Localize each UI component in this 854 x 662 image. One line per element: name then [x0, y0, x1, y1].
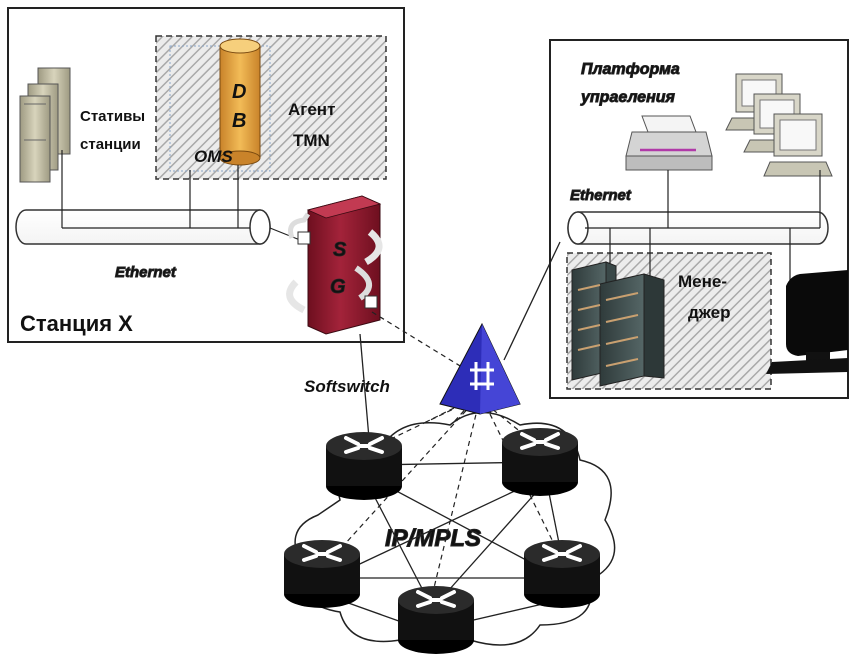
station-ethernet-label: Ethernet — [115, 264, 177, 281]
platform-label-line1: Платформа — [581, 61, 680, 78]
management-ethernet-label: Ethernet — [570, 187, 632, 204]
platform-label-line2: упраеления — [580, 89, 676, 106]
printer-icon — [625, 115, 713, 171]
router-icon — [282, 538, 362, 610]
agent-label-line2: TMN — [293, 131, 330, 150]
softswitch-icon — [439, 322, 521, 415]
sg-letter-s: S — [333, 239, 347, 261]
server-cabinets-icon — [571, 261, 665, 387]
manager-label-line1: Мене- — [678, 272, 727, 291]
terminal-icon — [766, 270, 848, 374]
sg-letter-g: G — [330, 276, 346, 298]
racks-label-line1: Стативы — [80, 108, 145, 125]
database-cylinder-icon — [219, 38, 261, 166]
agent-label-line1: Агент — [288, 100, 335, 119]
router-icon — [500, 426, 580, 498]
manager-label-line2: джер — [688, 303, 730, 322]
tmn-agent-area — [155, 35, 387, 180]
station-racks-icon — [19, 67, 71, 183]
oms-label: OMS — [194, 147, 233, 166]
station-ethernet-bus — [15, 209, 271, 245]
station-links — [61, 150, 301, 241]
station-title: Станция X — [20, 311, 133, 336]
db-letter-d: D — [232, 81, 246, 103]
workstation-icon — [725, 73, 833, 177]
router-icon — [522, 538, 602, 610]
softswitch-label: Softswitch — [304, 377, 390, 396]
signaling-gateway-icon — [286, 195, 383, 335]
router-icon — [324, 430, 404, 502]
router-icon — [396, 584, 476, 656]
db-letter-b: B — [232, 110, 246, 132]
racks-label-line2: станции — [80, 136, 141, 153]
